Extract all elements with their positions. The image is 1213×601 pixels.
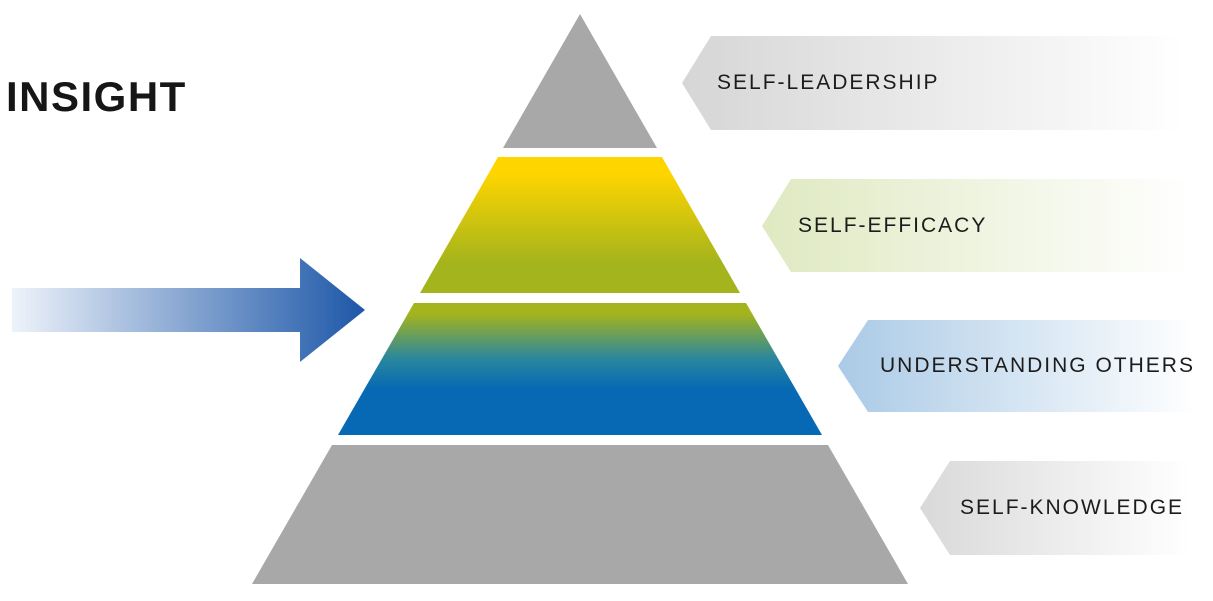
- diagram-title: INSIGHT: [6, 73, 187, 120]
- banner-self-leadership-shape: [682, 36, 1185, 130]
- pyramid-level-self-knowledge: [252, 445, 908, 584]
- pyramid-level-understanding-others: [338, 303, 822, 435]
- banner-understanding-others-shape: [838, 320, 1196, 412]
- banner-self-efficacy-shape: [762, 179, 1190, 272]
- pyramid-level-self-leadership: [503, 14, 657, 148]
- banner-self-leadership-label: SELF-LEADERSHIP: [717, 71, 940, 94]
- banner-self-knowledge-label: SELF-KNOWLEDGE: [960, 496, 1185, 519]
- banner-understanding-others-label: UNDERSTANDING OTHERS: [880, 354, 1195, 377]
- pyramid-level-self-efficacy: [420, 157, 740, 293]
- banner-self-knowledge-shape: [920, 461, 1190, 555]
- banner-self-efficacy-label: SELF-EFFICACY: [798, 213, 988, 237]
- insight-arrow: [12, 258, 365, 362]
